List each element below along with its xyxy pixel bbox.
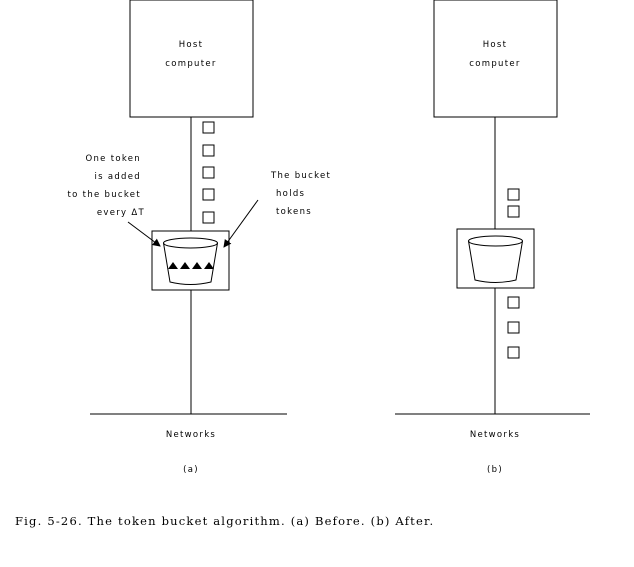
token [192,262,202,269]
annotation-bucket-holds: The bucket holds tokens [270,171,335,217]
tokens-a [168,262,214,269]
token [180,262,190,269]
bucket-box-b [456,228,535,289]
packet [202,166,215,179]
token [168,262,178,269]
network-label-b: Networks [470,430,520,440]
host-label-a-line1: Host [179,40,204,50]
packet-queue-b-lower [507,296,520,359]
packet [202,121,215,134]
packet [202,188,215,201]
panel-b: Host computer Networks (b) [395,0,590,475]
panel-label-a: (a) [183,465,199,475]
figure-caption: Fig. 5-26. The token bucket algorithm. (… [15,514,435,528]
packet [507,205,520,218]
annotation-token-added: One token is added to the bucket every Δ… [68,154,145,218]
packet-queue-b-upper [507,188,520,218]
bucket-icon-b [468,235,523,283]
network-label-a: Networks [166,430,216,440]
bucket-box-a [151,230,230,291]
host-label-a-line2: computer [165,59,216,69]
packet-queue-a [202,121,215,224]
packet [202,211,215,224]
packet [507,188,520,201]
panel-a: Host computer [68,0,335,475]
packet [507,321,520,334]
token [204,262,214,269]
arrow-bucket-holds [223,199,259,248]
packet [202,144,215,157]
bucket-icon-a [163,237,218,285]
host-label-b-line2: computer [469,59,520,69]
packet [507,296,520,309]
panel-label-b: (b) [487,465,503,475]
packet [507,346,520,359]
host-label-b-line1: Host [483,40,508,50]
arrow-token-added [127,221,161,247]
